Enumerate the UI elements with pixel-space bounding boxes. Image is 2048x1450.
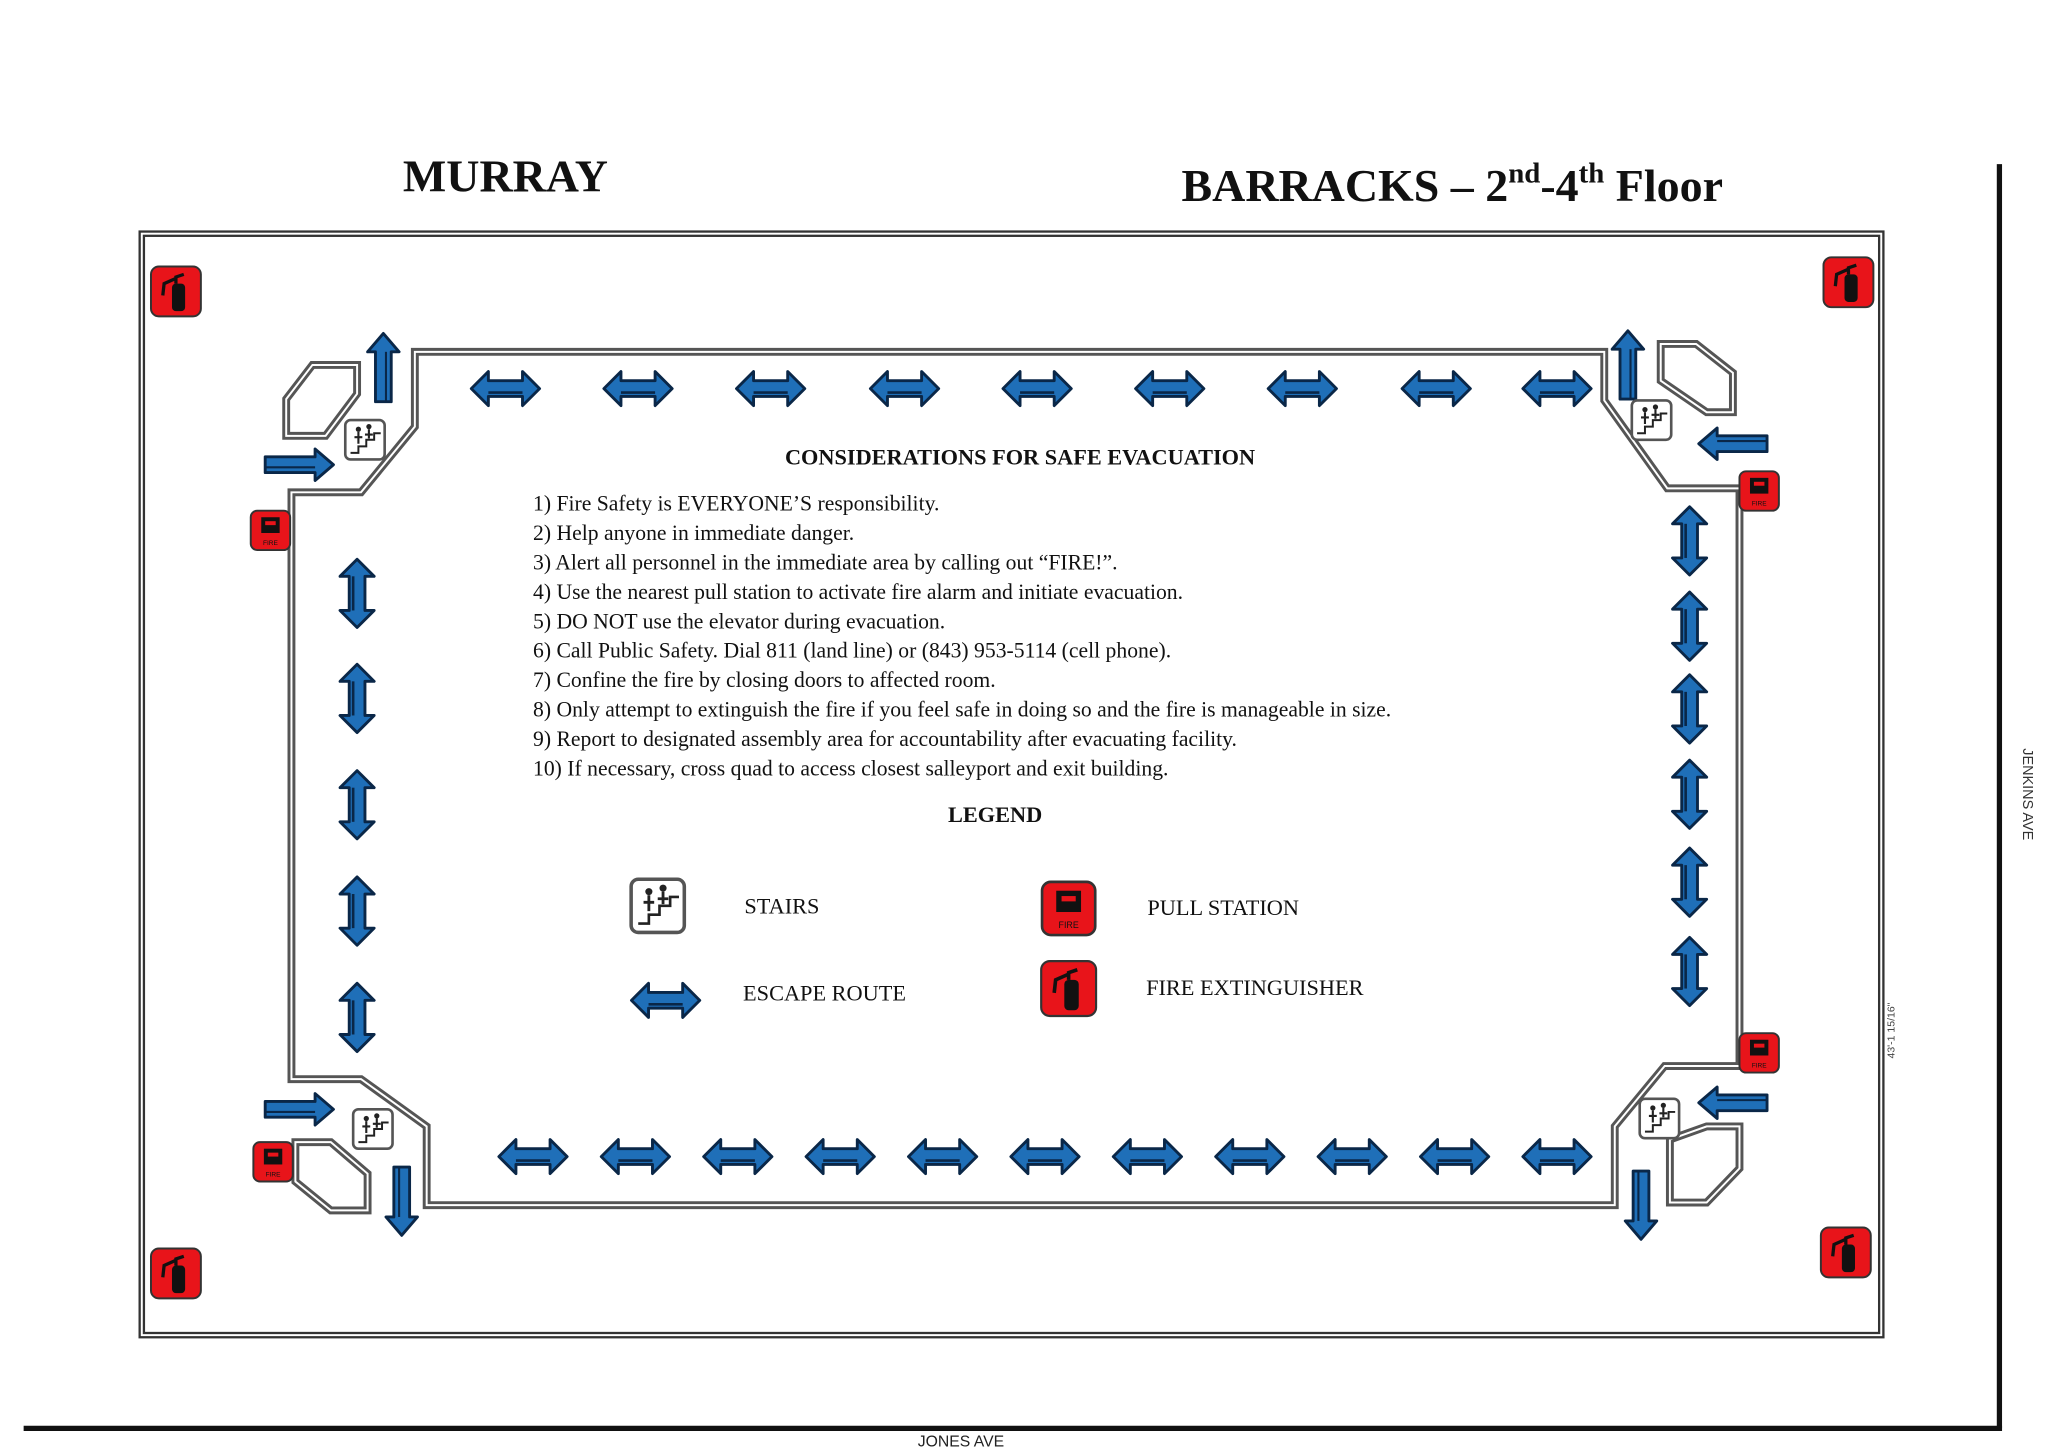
escape-route-arrow-icon [1671, 846, 1709, 918]
escape-route-arrow-icon [735, 370, 807, 408]
escape-route-arrow-icon [338, 662, 376, 734]
escape-route-arrow-icon [1521, 370, 1593, 408]
street-label-jenkins-ave: JENKINS AVE [2019, 748, 2035, 840]
stairs-icon [629, 877, 687, 935]
escape-route-arrow-icon [1001, 370, 1073, 408]
legend-stairs-label: STAIRS [744, 894, 819, 919]
pull-station-icon [249, 509, 292, 552]
exit-direction-arrow-icon [384, 1165, 419, 1237]
exit-direction-arrow-icon [1610, 329, 1646, 401]
floor-title: BARRACKS – 2nd-4th Floor [1182, 157, 1723, 210]
fire-extinguisher-icon [1039, 959, 1098, 1018]
legend-escape-route-label: ESCAPE ROUTE [743, 980, 906, 1005]
escape-route-arrow-icon [1521, 1138, 1593, 1176]
legend-pull-station-label: PULL STATION [1147, 895, 1299, 920]
escape-route-arrow-icon [338, 981, 376, 1054]
escape-route-arrow-icon [497, 1138, 569, 1176]
consideration-item: 5) DO NOT use the elevator during evacua… [533, 609, 945, 633]
escape-route-arrow-icon [1009, 1138, 1081, 1176]
consideration-item: 3) Alert all personnel in the immediate … [533, 550, 1118, 574]
exit-direction-arrow-icon [263, 1092, 335, 1127]
exit-direction-arrow-icon [1697, 1085, 1769, 1120]
escape-route-arrow-icon [1671, 505, 1709, 577]
escape-route-arrow-icon [469, 370, 542, 408]
consideration-item: 8) Only attempt to extinguish the fire i… [533, 698, 1391, 722]
building-name-title: MURRAY [403, 151, 608, 202]
considerations-list: 1) Fire Safety is EVERYONE’S responsibil… [533, 492, 1391, 781]
escape-route-arrow-icon [338, 557, 376, 629]
escape-route-arrow-icon [868, 370, 941, 408]
escape-route-arrow-icon [907, 1138, 979, 1176]
street-label-jones-ave: JONES AVE [918, 1434, 1004, 1450]
fire-extinguisher-icon [149, 1246, 203, 1301]
escape-route-arrow-icon [338, 875, 376, 947]
stairs-icon [343, 418, 386, 461]
consideration-item: 2) Help anyone in immediate danger. [533, 521, 854, 545]
escape-route-arrow-icon [1671, 590, 1709, 662]
legend-escape-route: ESCAPE ROUTE [630, 980, 906, 1019]
escape-route-arrow-icon [1316, 1138, 1388, 1176]
escape-route-arrow-icon [630, 981, 702, 1019]
legend-title: LEGEND [948, 802, 1042, 827]
stairs-icon [1638, 1097, 1681, 1140]
fire-extinguisher-icon [149, 264, 203, 319]
consideration-item: 6) Call Public Safety. Dial 811 (land li… [533, 639, 1171, 663]
escape-route-arrow-icon [1671, 935, 1709, 1008]
consideration-item: 1) Fire Safety is EVERYONE’S responsibil… [533, 492, 939, 516]
pull-station-icon [1738, 470, 1780, 512]
escape-route-arrow-icon [1134, 370, 1206, 408]
legend-fire-extinguisher: FIRE EXTINGUISHER [1039, 959, 1364, 1018]
elevator-shafts [282, 340, 1744, 1215]
legend-fire-extinguisher-label: FIRE EXTINGUISHER [1146, 975, 1364, 1000]
stairs-icon [351, 1108, 394, 1151]
escape-route-arrow-icon [1111, 1138, 1183, 1176]
escape-route-arrow-icon [1671, 673, 1709, 745]
legend-pull-station: PULL STATION [1040, 880, 1299, 937]
escape-route-arrow-icon [1214, 1138, 1286, 1176]
escape-route-arrow-icon [1671, 758, 1709, 830]
pull-station-icon [252, 1141, 294, 1183]
escape-route-arrow-icon [338, 769, 376, 841]
escape-route-arrow-icon [702, 1138, 774, 1176]
consideration-item: 7) Confine the fire by closing doors to … [533, 668, 996, 692]
escape-route-arrow-icon [602, 370, 674, 408]
escape-route-arrow-icon [1400, 370, 1472, 408]
escape-route-arrow-icon [1266, 370, 1338, 408]
pull-station-icon [1040, 880, 1097, 937]
consideration-item: 9) Report to designated assembly area fo… [533, 727, 1237, 751]
legend-stairs: STAIRS [629, 877, 819, 935]
pull-station-icon [1738, 1032, 1780, 1074]
fire-extinguisher-icon [1821, 255, 1876, 309]
consideration-item: 10) If necessary, cross quad to access c… [533, 756, 1168, 780]
fire-extinguisher-icon [1819, 1225, 1873, 1280]
dimension-label: 43'-1 15/16" [1885, 1002, 1897, 1058]
inner-courtyard-wall [287, 347, 1744, 1210]
exit-direction-arrow-icon [263, 447, 335, 482]
consideration-item: 4) Use the nearest pull station to activ… [533, 580, 1183, 604]
stairs-icon [1630, 399, 1673, 442]
exit-direction-arrow-icon [366, 332, 401, 404]
escape-route-arrow-icon [599, 1138, 671, 1176]
considerations-title: CONSIDERATIONS FOR SAFE EVACUATION [785, 445, 1255, 470]
escape-route-arrow-icon [1419, 1138, 1491, 1176]
exit-direction-arrow-icon [1697, 426, 1769, 461]
exit-direction-arrow-icon [1623, 1169, 1659, 1241]
escape-route-arrow-icon [804, 1138, 876, 1176]
